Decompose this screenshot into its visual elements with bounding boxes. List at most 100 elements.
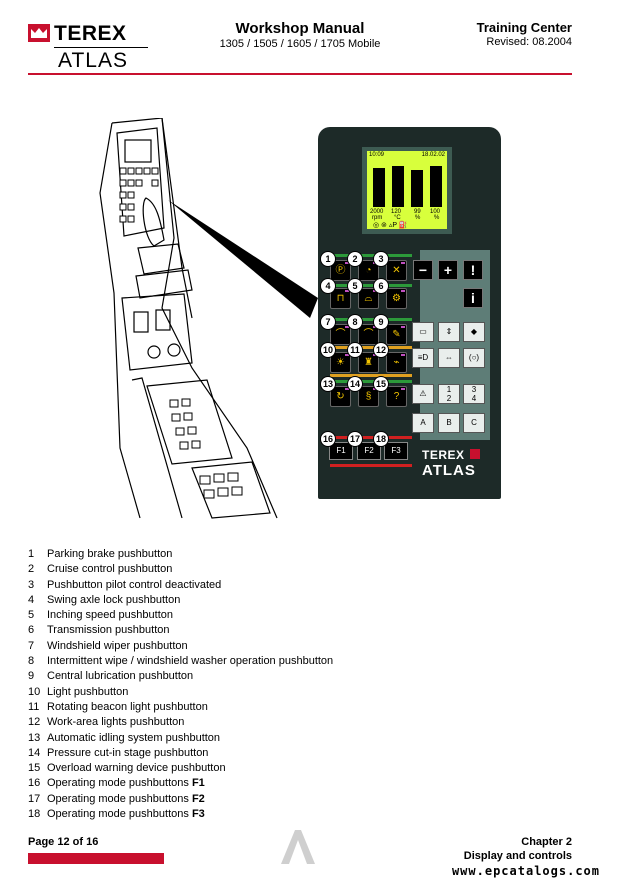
overload-icon: ? (393, 391, 400, 402)
lcd-gauge-bar (411, 170, 423, 207)
inching-speed-icon: ⌓ (364, 293, 373, 304)
transmission-button[interactable]: ⚙ (386, 288, 407, 309)
list-item-text: Operating mode pushbuttons (47, 808, 192, 821)
operator-console-drawing (99, 118, 318, 519)
section-label: Display and controls (463, 850, 572, 862)
list-item-number: 5 (28, 609, 35, 622)
warning-exclamation-button[interactable]: ! (463, 260, 483, 280)
light-button[interactable]: ☀ (330, 352, 351, 373)
callout-10: 10 (320, 342, 336, 358)
terex-atlas-logo: TEREX ATLAS (28, 22, 148, 72)
lcd-gauge-unit: °C (394, 215, 401, 221)
list-item-key: F2 (191, 792, 205, 805)
callout-15: 15 (373, 376, 389, 392)
mode-key-3: 3 (471, 385, 477, 394)
list-item-text: Transmission pushbutton (47, 624, 170, 637)
f2-button[interactable]: F2 (357, 442, 381, 460)
console-crown-icon (470, 449, 480, 459)
group-bar-green (330, 254, 412, 257)
atlas-watermark-logo (281, 830, 315, 864)
page-number: Page 12 of 16 (28, 836, 99, 848)
wiper-icon: ⌒ (335, 329, 346, 340)
headlight-icon[interactable]: ≡D (412, 348, 434, 368)
site-url[interactable]: www.epcatalogs.com (451, 864, 600, 878)
callout-9: 9 (373, 314, 389, 330)
list-item-number: 10 (28, 685, 41, 698)
list-item-number: 16 (28, 777, 41, 790)
list-item-key: F3 (191, 808, 205, 821)
list-item-number: 4 (28, 593, 35, 606)
pressure-icon: § (365, 391, 372, 402)
up-down-icon[interactable]: ⇕ (438, 322, 460, 342)
list-item-text: Swing axle lock pushbutton (47, 593, 181, 606)
callout-16: 16 (320, 431, 336, 447)
a-button[interactable]: A (412, 413, 434, 433)
callout-4: 4 (320, 278, 336, 294)
list-item-text: Parking brake pushbutton (47, 548, 173, 560)
list-item-text: Operating mode pushbuttons (47, 792, 192, 805)
list-item-text: Pushbutton pilot control deactivated (47, 578, 222, 591)
float-position-icon[interactable]: ◆ (463, 322, 485, 342)
brake-warning-icon[interactable]: (○) (463, 348, 485, 368)
lcd-gauge-bar (392, 166, 404, 207)
lcd-gauge-bar (373, 168, 385, 207)
list-item: 4 Swing axle lock pushbutton (28, 593, 333, 608)
auto-idling-button[interactable]: ↻ (330, 386, 351, 407)
f1-button[interactable]: F1 (329, 442, 353, 460)
mode-key-4: 4 (471, 394, 477, 403)
pilot-control-icon: ✕ (392, 265, 401, 276)
group-bar-red (330, 464, 412, 467)
group-bar-red (330, 436, 412, 439)
pushbutton-grid: Ⓟ ◔ ✕ ⊓ ⌓ ⚙ ⌒ ⌒ ✎ ☀ ♜ ⌁ ↻ § ? F1 F2 F3 (322, 248, 422, 478)
parking-brake-icon: Ⓟ (335, 265, 346, 276)
minus-button[interactable]: − (413, 260, 433, 280)
document-models: 1305 / 1505 / 1605 / 1705 Mobile (219, 38, 381, 50)
parking-brake-button[interactable]: Ⓟ (330, 260, 351, 281)
group-bar-orange (330, 374, 412, 377)
hazard-icon[interactable]: ⚠ (412, 384, 434, 404)
pilot-control-button[interactable]: ✕ (386, 260, 407, 281)
callout-12: 12 (373, 342, 389, 358)
battery-icon[interactable]: ▭ (412, 322, 434, 342)
logo-atlas-text: ATLAS (58, 49, 128, 72)
cruise-control-button[interactable]: ◔ (358, 260, 379, 281)
c-button[interactable]: C (463, 413, 485, 433)
overload-warning-button[interactable]: ? (386, 386, 407, 407)
b-button[interactable]: B (438, 413, 460, 433)
chapter-label: Chapter 2 (521, 836, 572, 848)
work-area-lights-button[interactable]: ⌁ (386, 352, 407, 373)
list-item-text: Central lubrication pushbutton (47, 670, 194, 683)
left-right-icon[interactable]: ⇔ (438, 348, 460, 368)
callout-8: 8 (347, 314, 363, 330)
info-button[interactable]: i (463, 288, 483, 308)
lcd-gauge-unit: rpm (372, 215, 383, 221)
rotating-beacon-button[interactable]: ♜ (358, 352, 379, 373)
coolant-icon: ◎ ⊚ ▵P ⛽ (373, 222, 408, 229)
list-item-number: 13 (28, 731, 41, 744)
logo-divider (54, 47, 148, 48)
list-item-text: Windshield wiper pushbutton (47, 639, 188, 652)
display-screen: 10:09 18.02.02 2000 120 99 100 rpm °C % … (362, 147, 452, 234)
swing-axle-lock-button[interactable]: ⊓ (330, 288, 351, 309)
list-item-number: 8 (28, 655, 35, 668)
windshield-wiper-button[interactable]: ⌒ (330, 324, 351, 345)
central-lubrication-button[interactable]: ✎ (386, 324, 407, 345)
callout-5: 5 (347, 278, 363, 294)
group-bar-green (330, 284, 412, 287)
f3-button[interactable]: F3 (384, 442, 408, 460)
plus-button[interactable]: + (438, 260, 458, 280)
